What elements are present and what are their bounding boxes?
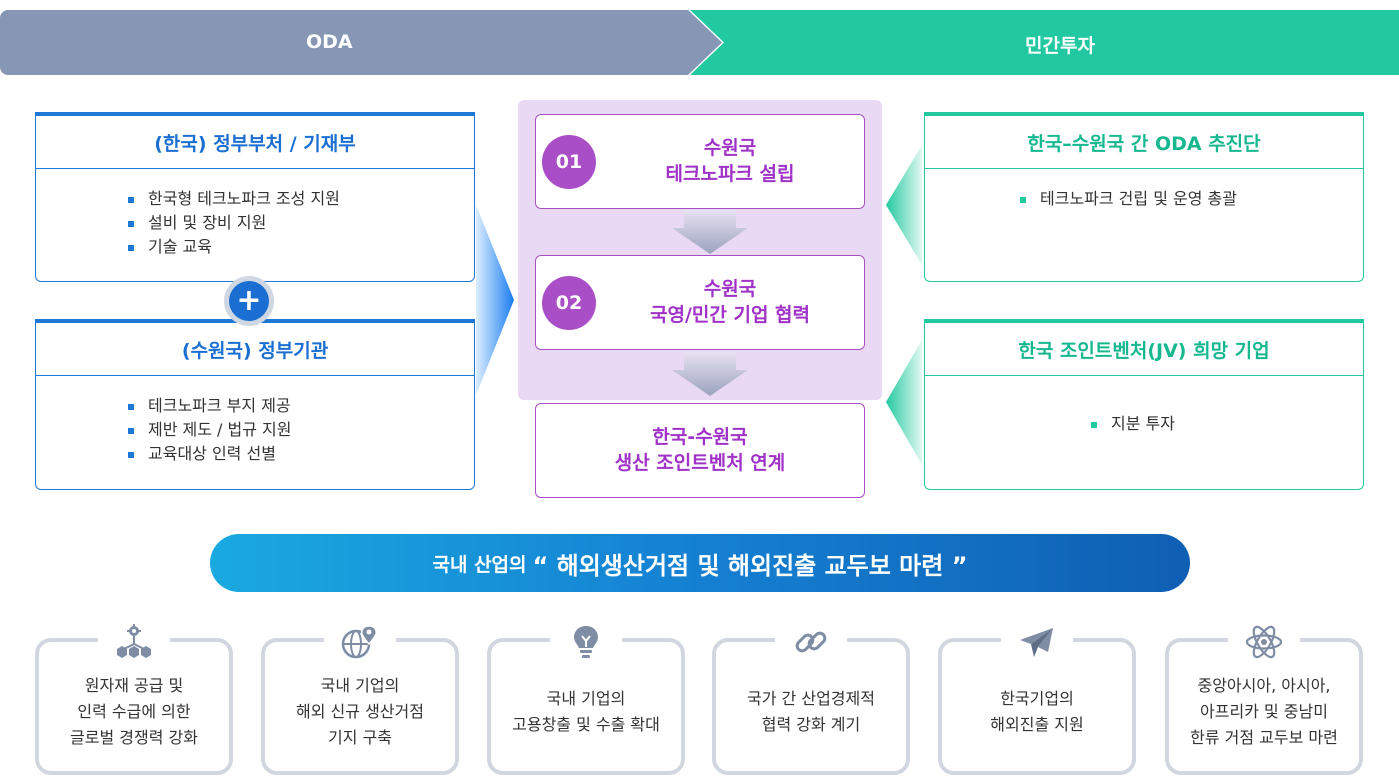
panel-title: (한국) 정부부처 / 기재부	[36, 116, 474, 169]
slogan-main: “ 해외생산거점 및 해외진출 교두보 마련 ”	[532, 551, 968, 580]
card-text: 원자재 공급 및 인력 수급에 의한 글로벌 경쟁력 강화	[70, 675, 198, 747]
atom-icon	[1245, 625, 1283, 659]
joint-venture-result-box: 한국-수원국 생산 조인트벤처 연계	[535, 403, 865, 498]
effect-card: 원자재 공급 및 인력 수급에 의한 글로벌 경쟁력 강화	[35, 622, 233, 775]
card-text: 한국기업의 해외진출 지원	[990, 688, 1084, 734]
list-item: 기술 교육	[128, 235, 474, 259]
private-investment-banner-end	[1383, 10, 1399, 75]
slogan-bar: 국내 산업의 “ 해외생산거점 및 해외진출 교두보 마련 ”	[210, 534, 1190, 592]
panel-list: 한국형 테크노파크 조성 지원 설비 및 장비 지원 기술 교육	[36, 169, 474, 259]
step-number: 01	[542, 135, 596, 189]
step-number: 02	[542, 276, 596, 330]
effect-card: 국내 기업의 해외 신규 생산거점 기지 구축	[261, 622, 459, 775]
step-line: 국영/민간 기업 협력	[649, 304, 810, 326]
effect-card: 한국기업의 해외진출 지원	[938, 622, 1136, 775]
card-text: 국내 기업의 고용창출 및 수출 확대	[512, 688, 660, 734]
panel-title: (수원국) 정부기관	[36, 323, 474, 376]
oda-banner	[0, 10, 722, 75]
left-flow-arrow-icon	[476, 205, 514, 395]
slogan-prefix: 국내 산업의	[432, 553, 527, 576]
lightbulb-icon	[574, 626, 598, 658]
card-text: 국가 간 산업경제적 협력 강화 계기	[747, 688, 875, 734]
step-01-box: 01 수원국 테크노파크 설립	[535, 114, 865, 209]
list-item: 교육대상 인력 선별	[128, 442, 474, 466]
card-text: 국내 기업의 해외 신규 생산거점 기지 구축	[296, 675, 424, 747]
step-line: 수원국	[703, 137, 757, 159]
right-flow-arrow-icon	[886, 145, 922, 265]
list-item: 제반 제도 / 법규 지원	[128, 418, 474, 442]
effect-card: 국가 간 산업경제적 협력 강화 계기	[712, 622, 910, 775]
oda-label: ODA	[306, 31, 353, 53]
result-line: 한국-수원국	[652, 426, 748, 448]
result-line: 생산 조인트벤처 연계	[614, 452, 786, 474]
panel-list: 테크노파크 건립 및 운영 총괄	[925, 169, 1363, 211]
panel-title: 한국 조인트벤처(JV) 희망 기업	[925, 323, 1363, 376]
paper-plane-icon	[1020, 628, 1053, 657]
plus-badge: +	[224, 276, 274, 326]
jv-company-panel: 한국 조인트벤처(JV) 희망 기업 지분 투자	[924, 319, 1364, 490]
globe-pin-icon	[341, 625, 377, 659]
step-line: 테크노파크 설립	[665, 163, 795, 185]
step-02-box: 02 수원국 국영/민간 기업 협력	[535, 255, 865, 350]
hierarchy-gear-icon	[117, 624, 151, 658]
panel-list: 지분 투자	[925, 376, 1363, 436]
recipient-government-panel: (수원국) 정부기관 테크노파크 부지 제공 제반 제도 / 법규 지원 교육대…	[35, 319, 475, 490]
plus-icon: +	[229, 281, 269, 321]
effect-card: 중앙아시아, 아시아, 아프리카 및 중남미 한류 거점 교두보 마련	[1165, 622, 1363, 775]
panel-title: 한국–수원국 간 ODA 추진단	[925, 116, 1363, 169]
panel-list: 테크노파크 부지 제공 제반 제도 / 법규 지원 교육대상 인력 선별	[36, 376, 474, 466]
result-text: 한국-수원국 생산 조인트벤처 연계	[536, 424, 864, 476]
list-item: 한국형 테크노파크 조성 지원	[128, 187, 474, 211]
list-item: 테크노파크 부지 제공	[128, 394, 474, 418]
down-arrow-icon	[672, 210, 748, 254]
link-icon	[795, 631, 827, 653]
private-investment-label: 민간투자	[1025, 35, 1095, 57]
private-investment-banner	[690, 10, 1399, 75]
list-item: 지분 투자	[1091, 412, 1363, 436]
right-flow-arrow-icon	[886, 340, 922, 465]
step-text: 수원국 테크노파크 설립	[596, 135, 864, 187]
step-line: 수원국	[703, 278, 757, 300]
effect-card: 국내 기업의 고용창출 및 수출 확대	[487, 622, 685, 775]
card-text: 중앙아시아, 아시아, 아프리카 및 중남미 한류 거점 교두보 마련	[1190, 675, 1338, 747]
oda-task-force-panel: 한국–수원국 간 ODA 추진단 테크노파크 건립 및 운영 총괄	[924, 112, 1364, 282]
list-item: 설비 및 장비 지원	[128, 211, 474, 235]
list-item: 테크노파크 건립 및 운영 총괄	[1020, 187, 1363, 211]
down-arrow-icon	[672, 352, 748, 396]
step-text: 수원국 국영/민간 기업 협력	[596, 276, 864, 328]
korea-government-panel: (한국) 정부부처 / 기재부 한국형 테크노파크 조성 지원 설비 및 장비 …	[35, 112, 475, 282]
